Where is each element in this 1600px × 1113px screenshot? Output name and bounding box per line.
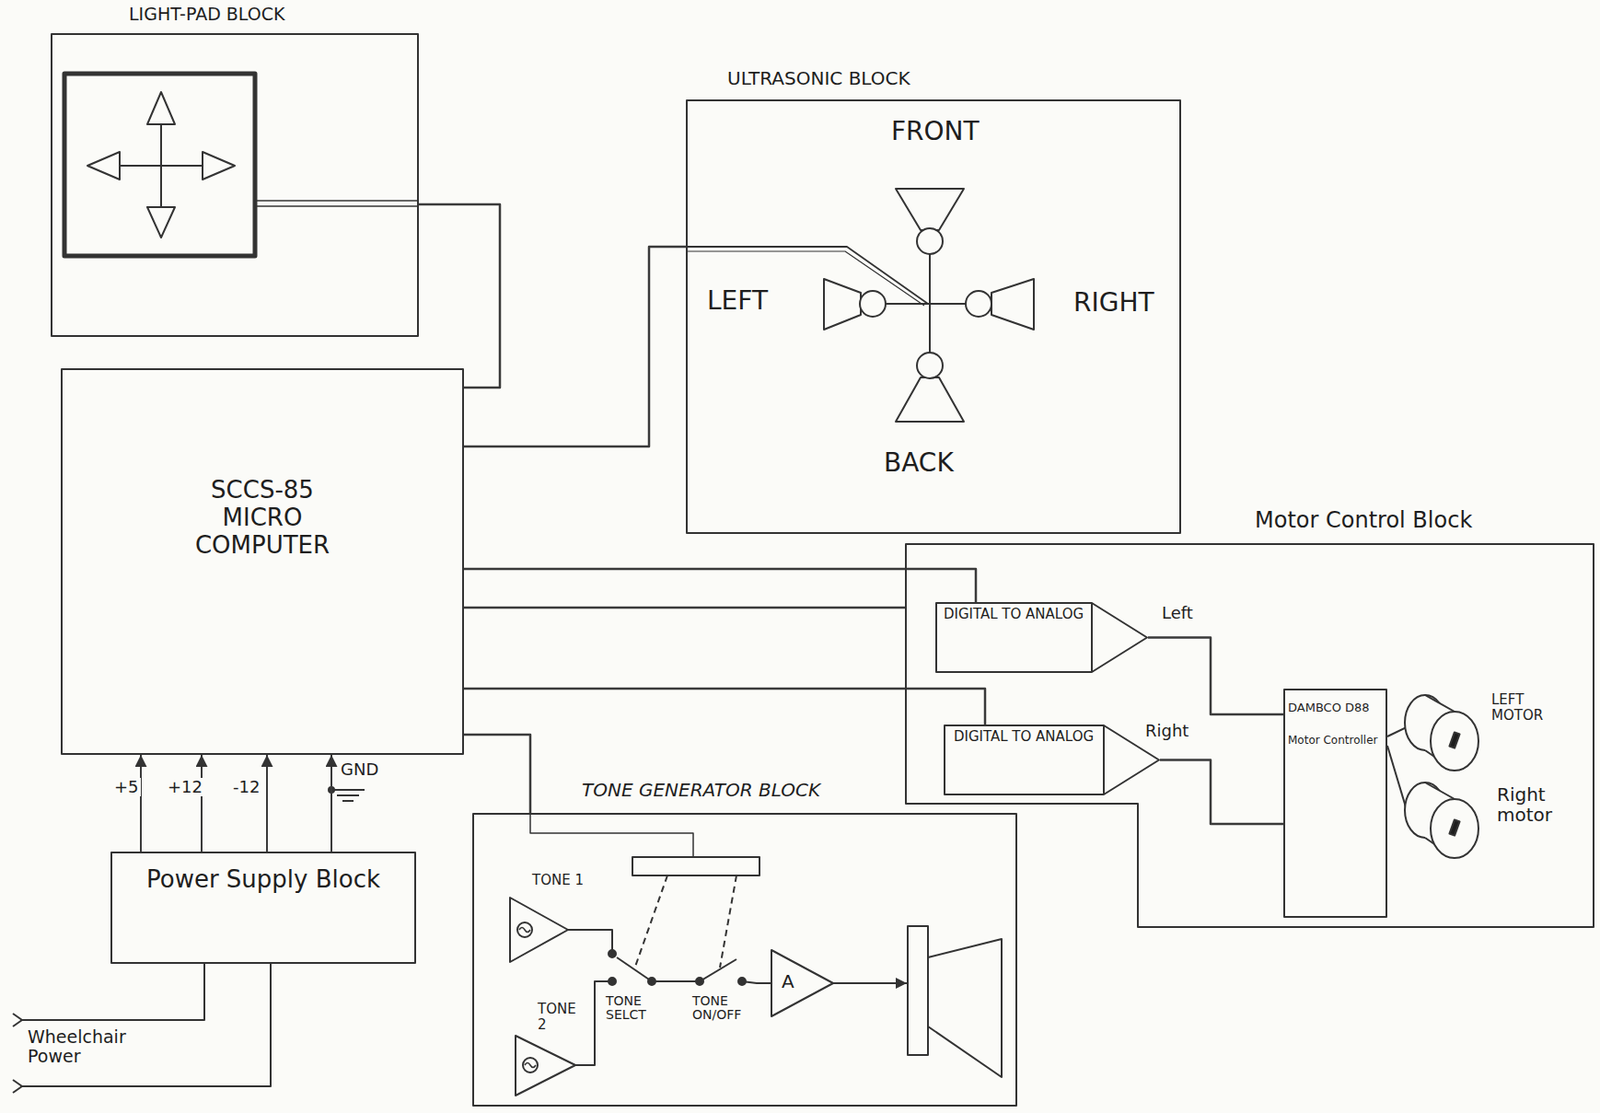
wire-connector [139, 754, 142, 852]
outline-path [111, 852, 416, 963]
wire-connector [418, 204, 500, 388]
wire-connector [463, 688, 986, 725]
wire-connector [200, 754, 203, 852]
part-label: TONE SELCT [605, 994, 658, 1023]
converter-block: DIGITAL TO ANALOG [943, 724, 1160, 796]
converter-block: DIGITAL TO ANALOG [935, 602, 1148, 673]
outline-path [905, 544, 1594, 928]
ground-symbol [328, 787, 365, 801]
light-pad [64, 73, 419, 256]
block-label: DIGITAL TO ANALOG [947, 729, 1101, 745]
block-box: DAMBCO D88Motor Controller [1283, 688, 1388, 918]
block-box: Power Supply Block [110, 851, 417, 964]
block-label: SCCS-85 MICRO COMPUTER [174, 476, 350, 560]
voltage-label: +5 [112, 777, 141, 797]
block-label: DIGITAL TO ANALOG [939, 606, 1089, 623]
block-outline [50, 33, 419, 337]
motors [1387, 695, 1479, 858]
part-label: RIGHT [1073, 289, 1155, 318]
part-label: TONE 2 [537, 1001, 582, 1032]
wheelchair-power-wires [12, 963, 271, 1093]
block-heading: LIGHT-PAD BLOCK [128, 4, 285, 25]
part-label: A [781, 971, 795, 992]
voltage-label: +12 [165, 777, 205, 797]
part-label: LEFT MOTOR [1491, 692, 1567, 723]
block-heading: Motor Control Block [1254, 508, 1473, 534]
outline-path [61, 369, 464, 754]
wire-connector [463, 606, 905, 610]
block-heading: TONE GENERATOR BLOCK [581, 779, 821, 801]
block-label: Power Supply Block [123, 866, 404, 894]
outline-path [51, 34, 418, 337]
part-label: FRONT [891, 117, 980, 147]
part-label: LEFT [707, 287, 768, 316]
part-label: BACK [883, 449, 954, 478]
part-label: Left [1161, 603, 1194, 623]
outline-path [1284, 689, 1387, 917]
block-box: SCCS-85 MICRO COMPUTER [60, 368, 464, 755]
block-box: Motor Control BlockDIGITAL TO ANALOGDIGI… [904, 543, 1595, 928]
block-box: TONE GENERATOR BLOCK [472, 812, 1018, 1107]
block-heading: ULTRASONIC BLOCK [727, 68, 911, 90]
block-box: LIGHT-PAD BLOCK [50, 33, 419, 337]
outline-path [686, 100, 1181, 534]
block-label: DAMBCO D88 [1287, 701, 1383, 716]
tone-generator-circuit [510, 812, 1002, 1096]
part-label: Wheelchair Power [27, 1027, 166, 1067]
voltage-label: -12 [231, 777, 262, 797]
ultrasonic-transducers [685, 188, 1034, 422]
block-outline [472, 812, 1018, 1107]
outline-path [936, 602, 1148, 673]
outline-path [944, 725, 1160, 795]
voltage-label: GND [338, 760, 381, 779]
block-outline [1283, 688, 1388, 918]
block-label: Motor Controller [1287, 734, 1383, 748]
wire-connector [463, 734, 531, 813]
wire-connector [1147, 637, 1284, 716]
block-outline [60, 368, 464, 755]
part-label: TONE 1 [532, 872, 584, 889]
wire-connector [463, 246, 686, 447]
wire-connector [1159, 760, 1284, 825]
part-label: TONE ON/OFF [692, 994, 752, 1023]
part-label: Right [1145, 721, 1189, 741]
outline-path [473, 813, 1017, 1106]
part-label: Right motor [1496, 784, 1571, 825]
wire-connector [266, 754, 268, 852]
wire-connector [463, 568, 976, 603]
wire-connector [330, 754, 333, 852]
